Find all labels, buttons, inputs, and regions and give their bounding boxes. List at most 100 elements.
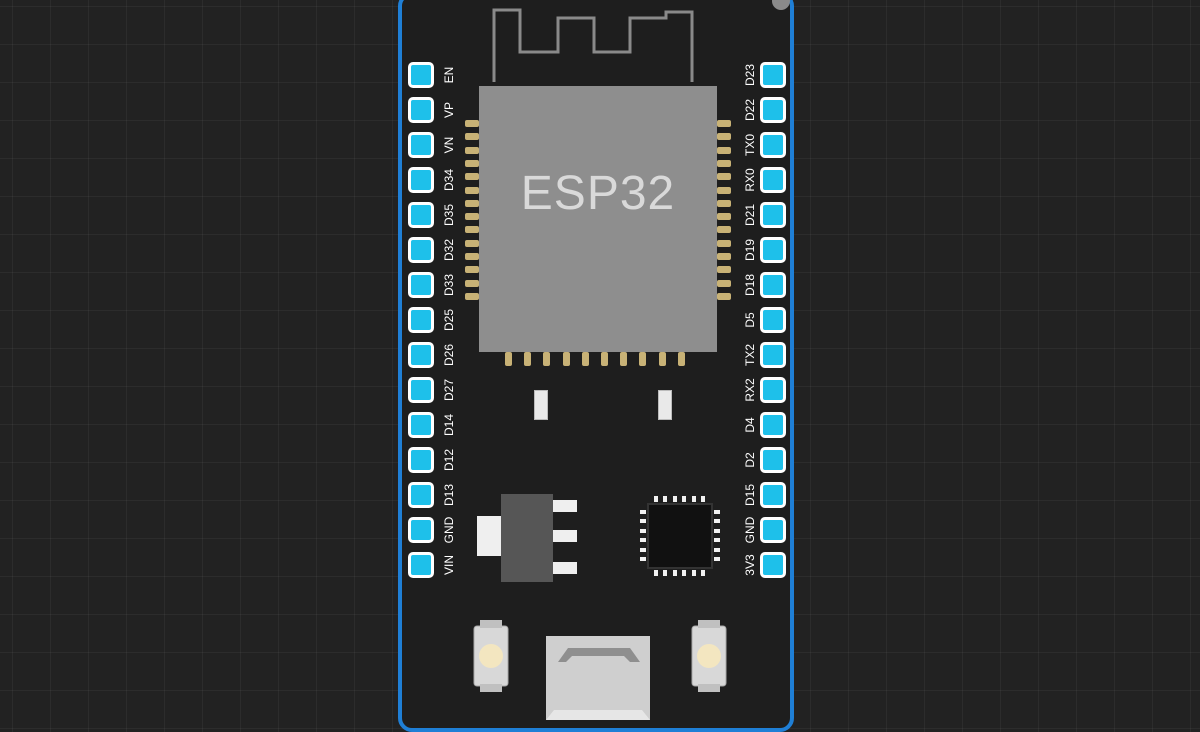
pin-rx2[interactable] (760, 377, 786, 403)
solder-pad (717, 146, 731, 154)
regulator-lead (553, 562, 577, 574)
qfn-pin (640, 538, 646, 543)
pin-d5[interactable] (760, 307, 786, 333)
solder-pad (717, 292, 731, 300)
solder-pad (465, 186, 479, 194)
pin-d2[interactable] (760, 447, 786, 473)
pin-label: GND (442, 516, 456, 544)
solder-pad (581, 352, 589, 366)
pin-d27[interactable] (408, 377, 434, 403)
mounting-hole (772, 0, 790, 10)
chip-label: ESP32 (520, 167, 676, 220)
pin-label: D2 (743, 452, 757, 468)
solder-pad (717, 120, 731, 127)
pin-label: D13 (442, 484, 456, 507)
pin-vp[interactable] (408, 97, 434, 123)
pin-d14[interactable] (408, 412, 434, 438)
qfn-pin (701, 570, 705, 576)
solder-pad (465, 120, 479, 127)
solder-pad (717, 159, 731, 167)
solder-pad (677, 352, 685, 366)
pin-d21[interactable] (760, 202, 786, 228)
pin-gnd[interactable] (408, 517, 434, 543)
qfn-pin (654, 496, 658, 502)
solder-pad (717, 133, 731, 141)
solder-pad (465, 159, 479, 167)
pin-label: D4 (743, 417, 757, 433)
pin-vn[interactable] (408, 132, 434, 158)
pin-label: 3V3 (743, 554, 757, 576)
pin-d23[interactable] (760, 62, 786, 88)
pin-tx0[interactable] (760, 132, 786, 158)
regulator-lead (553, 530, 577, 542)
led-left (534, 390, 548, 420)
qfn-pin (682, 570, 687, 576)
solder-pad (717, 266, 731, 274)
qfn-pin (640, 519, 646, 524)
micro-usb-port-icon[interactable] (546, 636, 650, 720)
pin-label: D35 (442, 204, 456, 227)
pin-d35[interactable] (408, 202, 434, 228)
pin-3v3[interactable] (760, 552, 786, 578)
qfn-pin (701, 496, 705, 502)
pin-d18[interactable] (760, 272, 786, 298)
pin-d34[interactable] (408, 167, 434, 193)
pin-en[interactable] (408, 62, 434, 88)
regulator-lead (553, 500, 577, 512)
esp32-module-chip[interactable]: ESP32 (479, 86, 717, 352)
solder-pad (639, 352, 647, 366)
solder-pad (717, 186, 731, 194)
pin-label: D5 (743, 312, 757, 328)
pin-tx2[interactable] (760, 342, 786, 368)
pin-label: D21 (743, 204, 757, 227)
solder-pad (465, 146, 479, 154)
pin-label: VIN (442, 555, 456, 576)
push-button-icon[interactable] (470, 618, 512, 694)
pin-d33[interactable] (408, 272, 434, 298)
pin-label: D33 (442, 274, 456, 297)
pin-label: D22 (743, 99, 757, 122)
qfn-pin (640, 528, 646, 533)
pin-d12[interactable] (408, 447, 434, 473)
solder-pad (465, 239, 479, 247)
solder-pad (717, 253, 731, 260)
qfn-pin (640, 557, 646, 561)
qfn-pin (682, 496, 687, 502)
pin-vin[interactable] (408, 552, 434, 578)
qfn-pin (714, 528, 720, 533)
solder-pad (465, 266, 479, 274)
solder-pad (717, 279, 731, 287)
pin-label: D26 (442, 344, 456, 367)
solder-pad (717, 199, 731, 207)
pin-d25[interactable] (408, 307, 434, 333)
solder-pad (601, 352, 608, 366)
qfn-pin (663, 496, 668, 502)
qfn-pin (714, 547, 720, 552)
pin-label: D23 (743, 64, 757, 87)
pin-label: D15 (743, 484, 757, 507)
pin-label: D18 (743, 274, 757, 297)
pin-label: GND (743, 516, 757, 544)
pin-d26[interactable] (408, 342, 434, 368)
solder-pad (717, 213, 731, 221)
pin-d32[interactable] (408, 237, 434, 263)
solder-pad (717, 239, 731, 247)
pin-d15[interactable] (760, 482, 786, 508)
pin-label: TX2 (743, 344, 757, 367)
pin-d22[interactable] (760, 97, 786, 123)
antenna-trace-icon (492, 8, 694, 82)
pin-label: D27 (442, 379, 456, 402)
pin-d19[interactable] (760, 237, 786, 263)
qfn-pin (691, 570, 696, 576)
qfn-pin (672, 570, 677, 576)
pin-rx0[interactable] (760, 167, 786, 193)
pin-d4[interactable] (760, 412, 786, 438)
pin-label: D32 (442, 239, 456, 262)
pin-d13[interactable] (408, 482, 434, 508)
qfn-pin (654, 570, 658, 576)
solder-pad (465, 199, 479, 207)
usb-chip-icon (647, 503, 713, 569)
pin-gnd[interactable] (760, 517, 786, 543)
solder-pad (562, 352, 570, 366)
push-button-icon[interactable] (688, 618, 730, 694)
